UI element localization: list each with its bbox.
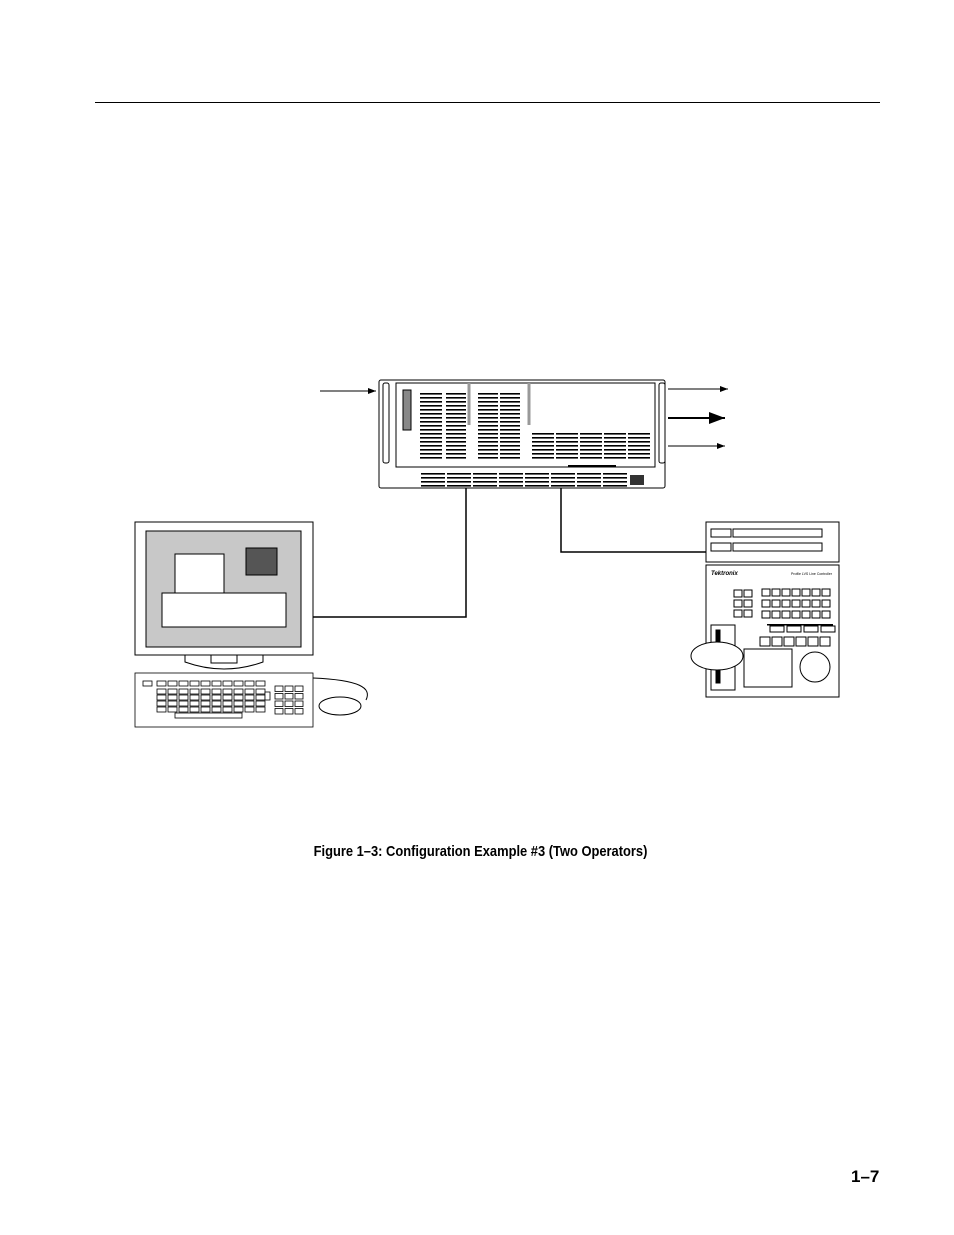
workstation-monitor — [134, 521, 314, 670]
workstation-cable — [313, 488, 467, 618]
keyboard — [134, 672, 314, 728]
line-controller: Tektronix Profile LVS Line Controller — [690, 564, 840, 698]
video-server-chassis — [378, 379, 666, 489]
connection-cables — [312, 488, 706, 701]
controller-cable — [560, 488, 706, 553]
controller-display-module — [705, 521, 840, 563]
page-number: 1–7 — [851, 1167, 880, 1186]
figure-caption: Figure 1–3: Configuration Example #3 (Tw… — [313, 843, 648, 860]
mouse-cable — [312, 677, 368, 701]
controller-model: Profile LVS Line Controller — [791, 572, 833, 576]
server-vent-slots — [420, 393, 650, 487]
header-rule — [95, 102, 880, 103]
keyboard-keys — [142, 680, 304, 715]
controller-brand: Tektronix — [711, 571, 738, 577]
mouse — [318, 696, 362, 716]
signal-arrows — [320, 386, 728, 449]
